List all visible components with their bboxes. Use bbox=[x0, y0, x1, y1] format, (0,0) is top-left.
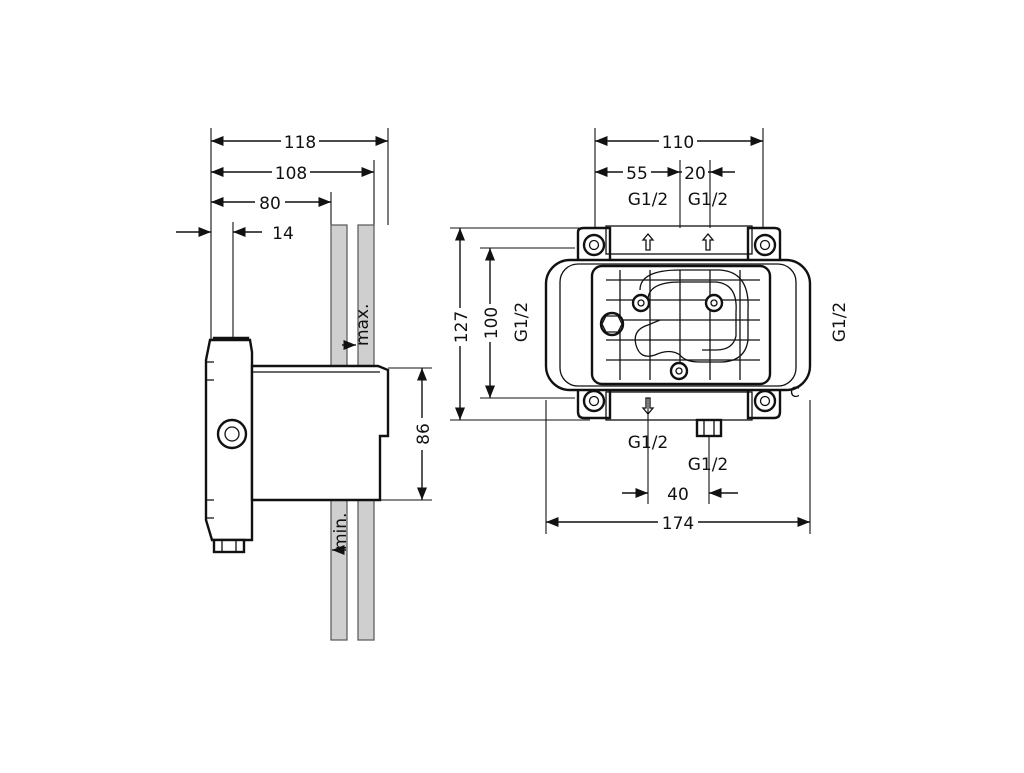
front-dim-55: 55 bbox=[626, 164, 648, 184]
side-dim-80: 80 bbox=[259, 194, 281, 214]
mounting-ears bbox=[576, 225, 782, 421]
port-label-left: G1/2 bbox=[512, 302, 532, 343]
front-dim-127: 127 bbox=[452, 311, 472, 343]
left-inlet-fitting bbox=[599, 311, 625, 337]
front-dim-174: 174 bbox=[662, 514, 694, 534]
port-label-bottom-right: G1/2 bbox=[688, 455, 729, 475]
side-port bbox=[216, 418, 248, 450]
label-max: max. bbox=[353, 304, 373, 346]
side-sleeve bbox=[250, 364, 390, 502]
side-dim-14: 14 bbox=[272, 224, 294, 244]
front-dim-100: 100 bbox=[482, 307, 502, 339]
front-dim-20: 20 bbox=[684, 164, 706, 184]
side-dim-108: 108 bbox=[275, 164, 307, 184]
port-label-top-right: G1/2 bbox=[688, 190, 729, 210]
port-label-top-left: G1/2 bbox=[628, 190, 669, 210]
side-dim-86: 86 bbox=[414, 423, 434, 445]
label-min: min. bbox=[331, 513, 351, 550]
svg-text:C: C bbox=[790, 385, 800, 401]
front-dim-110: 110 bbox=[662, 133, 694, 153]
front-view: 110 55 20 G1/2 G1/2 127 100 G1/2 G1/2 bbox=[448, 128, 850, 534]
port-label-right: G1/2 bbox=[830, 302, 850, 343]
side-bottom-fitting bbox=[212, 538, 246, 554]
side-view: 118 108 80 14 max. min. bbox=[176, 128, 434, 641]
valve-body-grid: C bbox=[590, 264, 800, 401]
bottom-outlet bbox=[695, 418, 723, 438]
front-dim-40: 40 bbox=[667, 485, 689, 505]
side-dim-118: 118 bbox=[284, 133, 316, 153]
